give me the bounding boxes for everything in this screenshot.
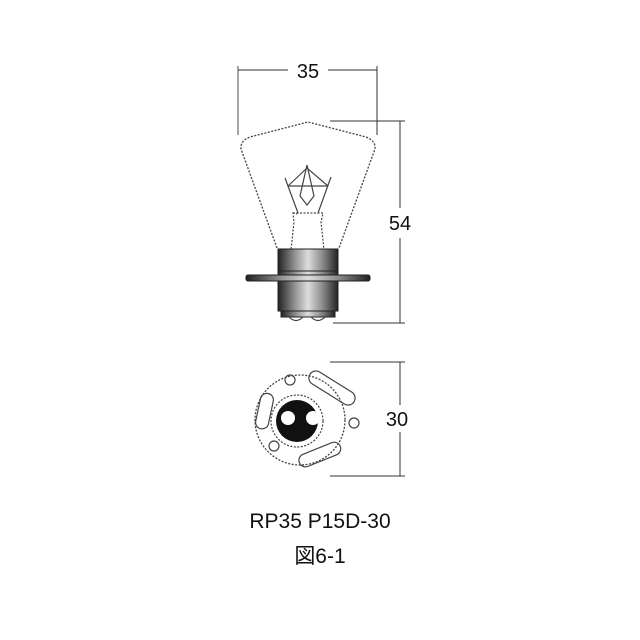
base-bottom-view xyxy=(254,370,360,468)
base-diameter-label: 30 xyxy=(386,409,408,431)
bulb-glass xyxy=(240,121,376,249)
filament xyxy=(284,164,332,251)
height-label: 54 xyxy=(389,213,411,235)
bulb-model-title: RP35 P15D-30 xyxy=(249,510,391,533)
height-dimension: 54 xyxy=(330,120,411,324)
width-label: 35 xyxy=(297,61,319,83)
bulb-base xyxy=(245,248,371,322)
base-diameter-dimension: 30 xyxy=(330,361,408,477)
width-dimension: 35 xyxy=(237,61,378,135)
figure-label: 図6-1 xyxy=(294,545,346,568)
